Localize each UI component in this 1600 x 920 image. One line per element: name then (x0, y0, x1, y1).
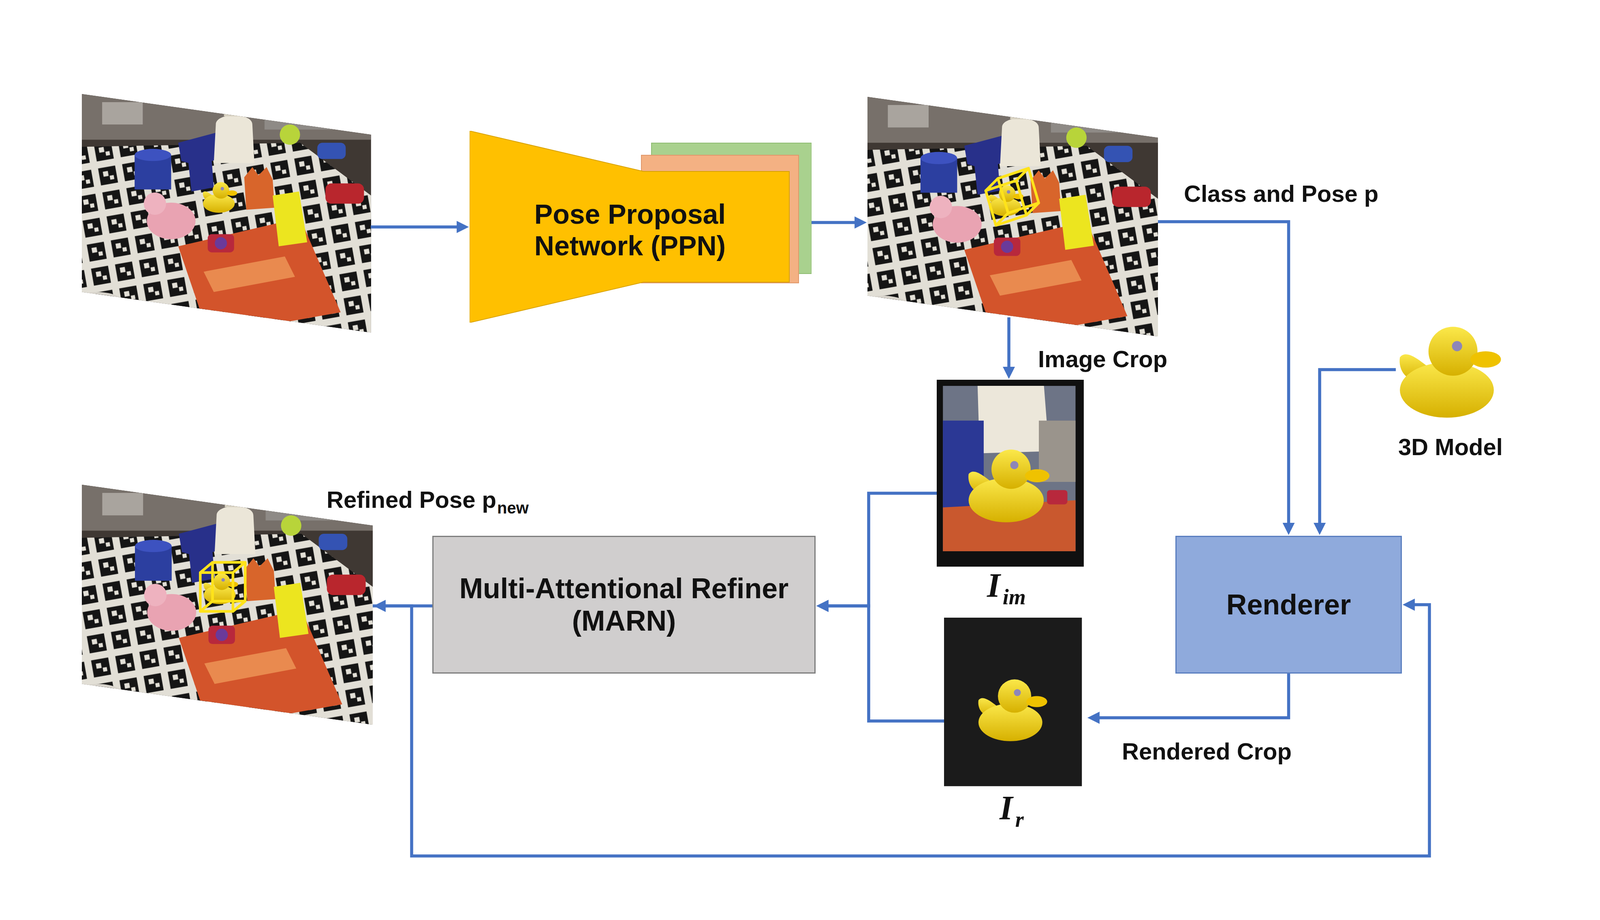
flow-arrow (1007, 317, 1011, 374)
rendered-crop-art (944, 617, 1082, 787)
duck-model-art (1399, 326, 1501, 418)
network-name: Pose Proposal Network (PPN) (516, 198, 744, 262)
flow-arrow (1093, 673, 1289, 718)
image-crop: I (936, 379, 1084, 567)
flow-arrow (1157, 221, 1289, 530)
edge-label: Image Crop (1036, 345, 1169, 373)
symbol-label: I (986, 567, 1001, 604)
pose-cube (200, 562, 246, 612)
image-crop-art (936, 379, 1084, 567)
flow-arrow (1319, 369, 1396, 530)
photo-heading: Refined Pose p (326, 486, 497, 514)
box-label: Renderer (1226, 588, 1351, 622)
refined-photo: Refined Pose p (81, 484, 373, 722)
detection-photo (867, 96, 1158, 332)
input-photo-art (66, 93, 372, 336)
flow-arrow (811, 220, 861, 225)
input-photo (81, 93, 371, 333)
symbol-label: I (999, 790, 1013, 826)
edge-label: Rendered Crop (1120, 737, 1294, 765)
network-block: Pose Proposal Network (PPN) (469, 130, 812, 323)
subscript: r (1015, 807, 1024, 831)
renderer-box: Renderer (1175, 535, 1402, 674)
refined-photo-art (66, 484, 373, 728)
figure-label: 3D Model (1398, 433, 1503, 461)
pose-cube (985, 168, 1039, 226)
box-label: Multi-Attentional Refiner (MARN) (445, 572, 803, 638)
subscript: new (497, 498, 529, 517)
rendered-crop: I (944, 617, 1082, 787)
flow-arrow (822, 493, 937, 606)
flow-arrow (822, 605, 945, 721)
model-figure: 3D Model (1395, 318, 1506, 419)
edge-label: Class and Pose p (1182, 180, 1380, 208)
refiner-box: Multi-Attentional Refiner (MARN) (432, 535, 816, 674)
subscript: im (1002, 585, 1026, 609)
detection-photo-art (852, 96, 1158, 340)
flow-arrow (370, 225, 464, 229)
